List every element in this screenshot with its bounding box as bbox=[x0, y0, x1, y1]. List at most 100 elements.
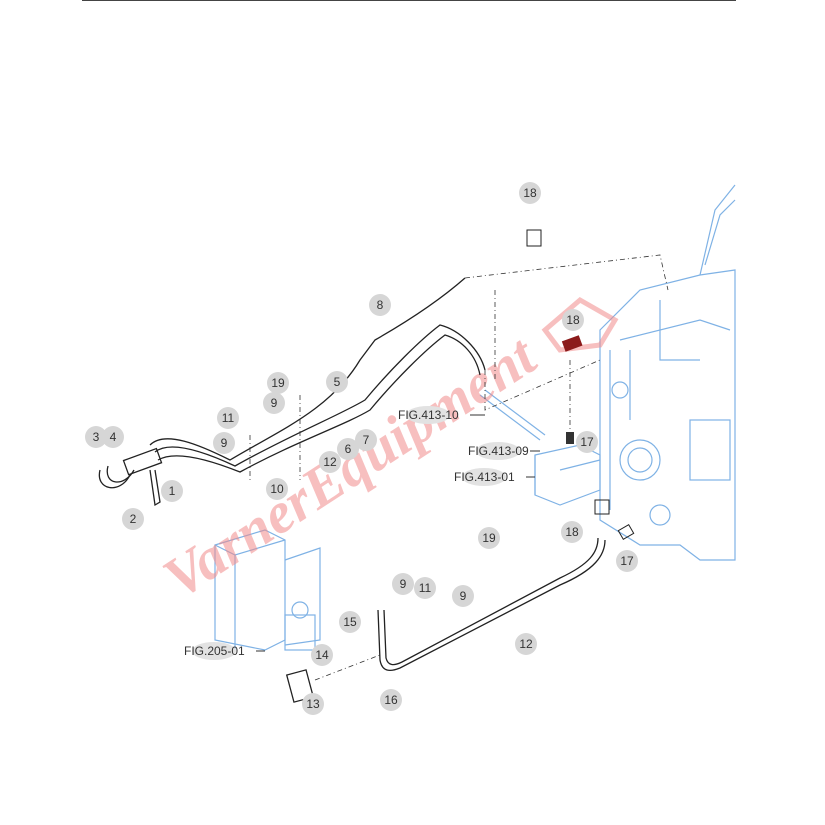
callout-label: 18 bbox=[523, 186, 537, 200]
callout-bubble bbox=[267, 372, 289, 394]
figure-ref-bubble bbox=[406, 406, 450, 424]
callout-label: 9 bbox=[271, 396, 278, 410]
callout-bubble bbox=[515, 633, 537, 655]
callout-bubble bbox=[263, 392, 285, 414]
callout-part-19: 19 bbox=[478, 527, 500, 549]
dashed-guides bbox=[249, 254, 669, 681]
callout-label: 16 bbox=[384, 693, 398, 707]
callout-label: 19 bbox=[271, 376, 285, 390]
callout-part-8: 8 bbox=[369, 294, 391, 316]
callout-label: 7 bbox=[363, 433, 370, 447]
callout-part-11: 11 bbox=[414, 577, 436, 599]
callout-bubble bbox=[452, 585, 474, 607]
callout-label: 17 bbox=[620, 554, 634, 568]
upper-pipe-bundle bbox=[98, 277, 486, 507]
callout-bubble bbox=[339, 611, 361, 633]
callout-bubble bbox=[85, 426, 107, 448]
callout-part-17: 17 bbox=[576, 431, 598, 453]
callout-bubble bbox=[369, 294, 391, 316]
figure-ref-bubble bbox=[476, 442, 520, 460]
callout-bubble bbox=[302, 693, 324, 715]
callout-part-12: 12 bbox=[319, 451, 341, 473]
callout-part-7: 7 bbox=[355, 429, 377, 451]
callout-bubble bbox=[326, 371, 348, 393]
callout-bubble bbox=[519, 182, 541, 204]
callout-label: 10 bbox=[270, 482, 284, 496]
callout-part-18: 18 bbox=[561, 521, 583, 543]
callout-label: 12 bbox=[323, 455, 337, 469]
callout-label: 4 bbox=[110, 430, 117, 444]
figure-reference: FIG.205-01 bbox=[184, 644, 245, 658]
callout-part-2: 2 bbox=[122, 508, 144, 530]
callout-label: 19 bbox=[482, 531, 496, 545]
callout-label: 13 bbox=[306, 697, 320, 711]
callout-label: 2 bbox=[130, 512, 137, 526]
callout-part-9: 9 bbox=[452, 585, 474, 607]
callout-part-18: 18 bbox=[519, 182, 541, 204]
fuel-tank-outline bbox=[214, 529, 321, 651]
callout-label: 6 bbox=[345, 442, 352, 456]
callout-part-15: 15 bbox=[339, 611, 361, 633]
callout-part-18: 18 bbox=[562, 309, 584, 331]
callout-bubble bbox=[102, 426, 124, 448]
callout-bubble bbox=[266, 478, 288, 500]
callout-bubble bbox=[380, 689, 402, 711]
callout-bubble bbox=[311, 644, 333, 666]
callout-part-19: 19 bbox=[267, 372, 289, 394]
callout-bubble bbox=[213, 432, 235, 454]
callout-label: 11 bbox=[222, 411, 235, 425]
callout-bubble bbox=[576, 431, 598, 453]
callout-part-17: 17 bbox=[616, 550, 638, 572]
callout-label: 11 bbox=[419, 581, 432, 595]
callout-bubble bbox=[337, 438, 359, 460]
callout-bubble bbox=[478, 527, 500, 549]
figure-ref-bubble bbox=[192, 642, 236, 660]
figure-reference: FIG.413-09 bbox=[468, 444, 529, 458]
callout-bubble bbox=[355, 429, 377, 451]
callout-bubble bbox=[161, 480, 183, 502]
callout-part-1: 1 bbox=[161, 480, 183, 502]
callout-bubble bbox=[414, 577, 436, 599]
callout-part-14: 14 bbox=[311, 644, 333, 666]
callout-label: 5 bbox=[334, 375, 341, 389]
callout-part-4: 4 bbox=[102, 426, 124, 448]
callout-bubble bbox=[217, 407, 239, 429]
lower-pipe bbox=[285, 537, 606, 703]
callout-label: 9 bbox=[400, 577, 407, 591]
callout-label: 18 bbox=[565, 525, 579, 539]
svg-text:VarnerEquipment: VarnerEquipment bbox=[152, 322, 549, 611]
figure-reference: FIG.413-01 bbox=[454, 470, 515, 484]
callout-part-5: 5 bbox=[326, 371, 348, 393]
callout-part-11: 11 bbox=[217, 407, 239, 429]
callout-label: 8 bbox=[377, 298, 384, 312]
callout-label: 15 bbox=[343, 615, 357, 629]
callout-part-9: 9 bbox=[213, 432, 235, 454]
callout-label: 12 bbox=[519, 637, 533, 651]
callout-label: 17 bbox=[580, 435, 594, 449]
callout-label: 14 bbox=[315, 648, 329, 662]
callout-label: 18 bbox=[566, 313, 580, 327]
callout-label: 3 bbox=[93, 430, 100, 444]
callout-part-3: 3 bbox=[85, 426, 107, 448]
callout-label: 9 bbox=[460, 589, 467, 603]
callout-part-9: 9 bbox=[263, 392, 285, 414]
callout-part-12: 12 bbox=[515, 633, 537, 655]
figure-reference: FIG.413-10 bbox=[398, 408, 459, 422]
engine-housing bbox=[479, 184, 736, 561]
callout-bubble bbox=[616, 550, 638, 572]
callout-part-6: 6 bbox=[337, 438, 359, 460]
callout-bubble bbox=[561, 521, 583, 543]
callout-part-9: 9 bbox=[392, 573, 414, 595]
callout-bubble bbox=[319, 451, 341, 473]
figure-ref-bubble bbox=[462, 468, 506, 486]
callout-part-13: 13 bbox=[302, 693, 324, 715]
callout-bubble bbox=[122, 508, 144, 530]
top-border-line bbox=[82, 0, 736, 1]
callout-part-10: 10 bbox=[266, 478, 288, 500]
callout-part-16: 16 bbox=[380, 689, 402, 711]
callout-bubble bbox=[392, 573, 414, 595]
callout-label: 9 bbox=[221, 436, 228, 450]
